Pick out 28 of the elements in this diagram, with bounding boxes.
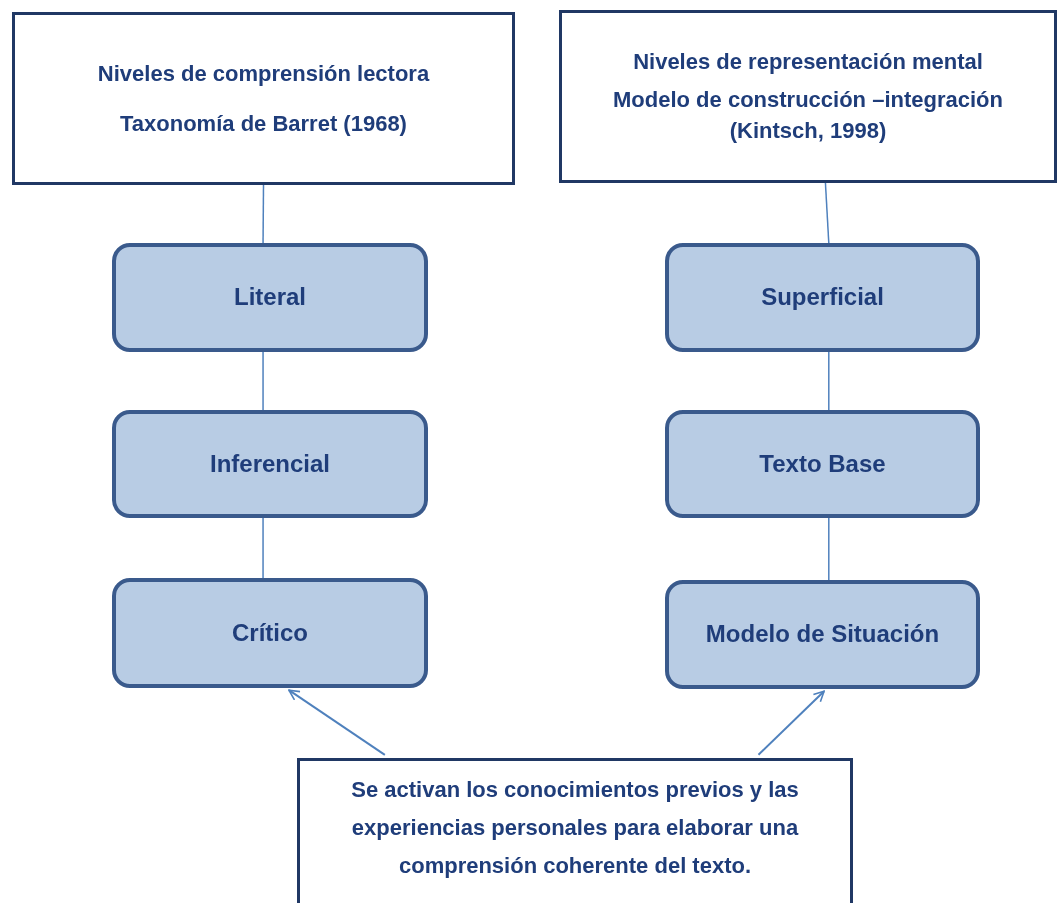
level-box	[665, 243, 980, 352]
node-text: Texto Base	[759, 448, 886, 479]
level-box	[112, 410, 428, 518]
heading-text: Niveles de representación mental	[633, 47, 983, 76]
arrow	[287, 689, 386, 756]
level-box	[665, 580, 980, 689]
level-box	[112, 243, 428, 352]
node-text: Modelo de construcción –integración (Kintsch, 1998)	[612, 85, 1004, 146]
connector-line	[828, 517, 830, 581]
node-text: Literal	[234, 282, 306, 313]
title-box	[12, 12, 515, 185]
connector-line	[262, 351, 264, 411]
node-text: Crítico	[232, 617, 308, 648]
connector-line	[262, 184, 265, 244]
heading-text: Niveles de comprensión lectora	[97, 59, 430, 88]
note-box	[297, 758, 853, 903]
connector-line	[262, 517, 264, 579]
node-text: Se activan los conocimientos previos y las experiencias personales para elaborar una comprensión coherente del texto.	[350, 776, 800, 880]
level-box	[665, 410, 980, 518]
node-text: Taxonomía de Barret (1968)	[120, 109, 407, 138]
level-box	[112, 578, 428, 688]
title-box	[559, 10, 1057, 183]
node-text: Inferencial	[209, 448, 330, 479]
connector-line	[824, 182, 830, 244]
node-text: Superficial	[761, 282, 884, 313]
connector-line	[828, 351, 830, 411]
node-text: Modelo de Situación	[705, 619, 940, 650]
arrow	[757, 690, 826, 756]
